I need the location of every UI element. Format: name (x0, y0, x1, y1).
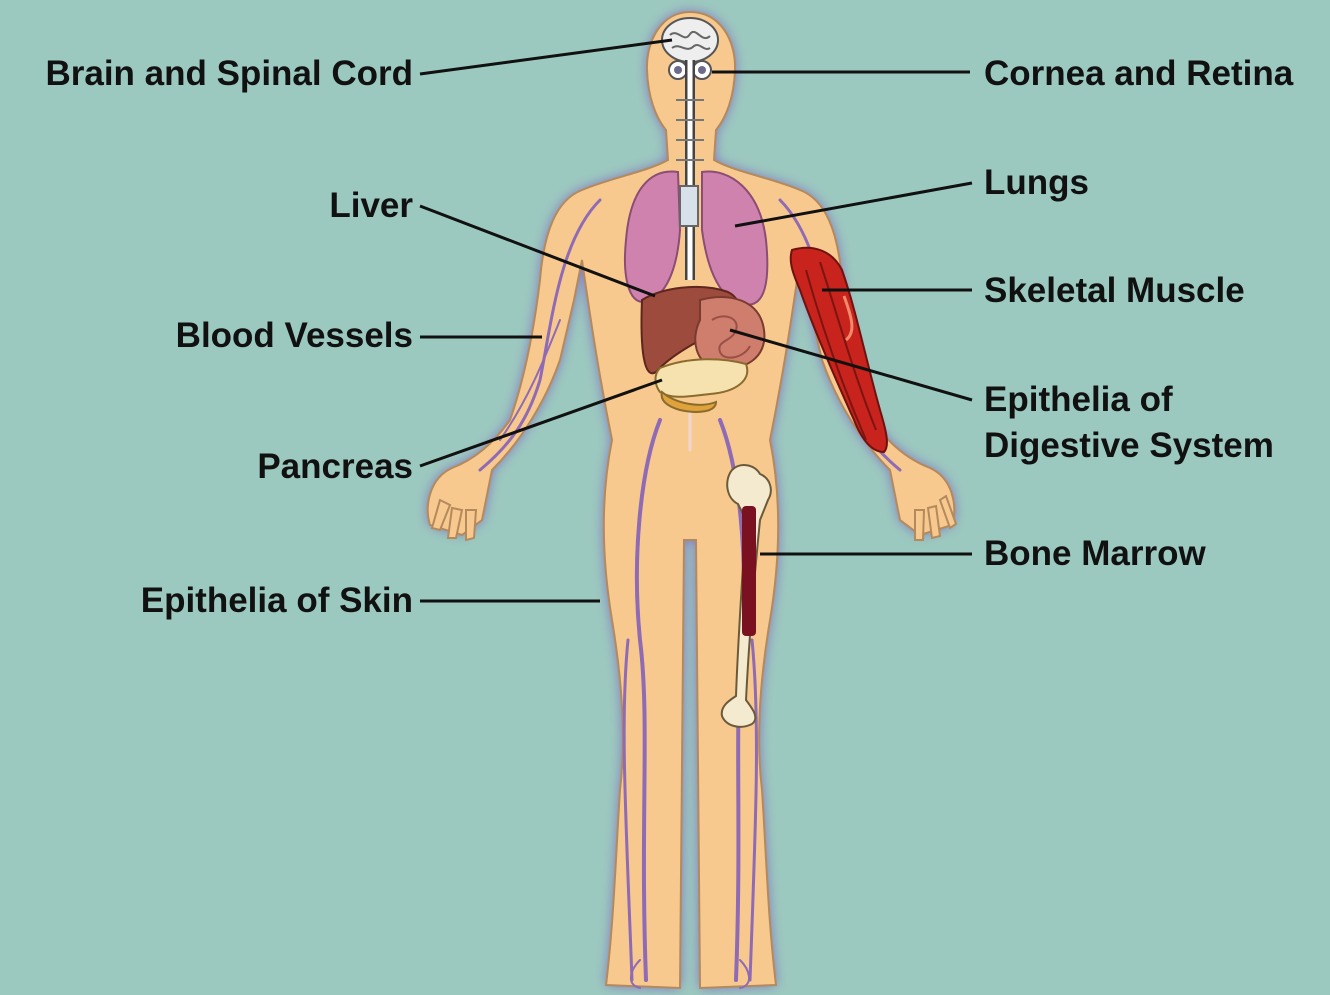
label-epithelia-digestive-line1: Epithelia of (984, 377, 1173, 423)
label-lungs: Lungs (984, 160, 1089, 206)
leader-brain (420, 40, 672, 74)
label-liver: Liver (329, 183, 413, 229)
skeletal-muscle (791, 248, 887, 452)
label-blood-vessels: Blood Vessels (176, 313, 413, 359)
label-epithelia-digestive-line2: Digestive System (984, 423, 1274, 469)
label-pancreas: Pancreas (257, 444, 413, 490)
trachea (680, 186, 698, 226)
label-brain-and-spinal-cord: Brain and Spinal Cord (45, 51, 413, 97)
label-bone-marrow: Bone Marrow (984, 531, 1206, 577)
label-skeletal-muscle: Skeletal Muscle (984, 268, 1245, 314)
label-cornea-and-retina: Cornea and Retina (984, 51, 1293, 97)
label-epithelia-of-skin: Epithelia of Skin (141, 578, 413, 624)
bone-marrow (742, 506, 756, 636)
